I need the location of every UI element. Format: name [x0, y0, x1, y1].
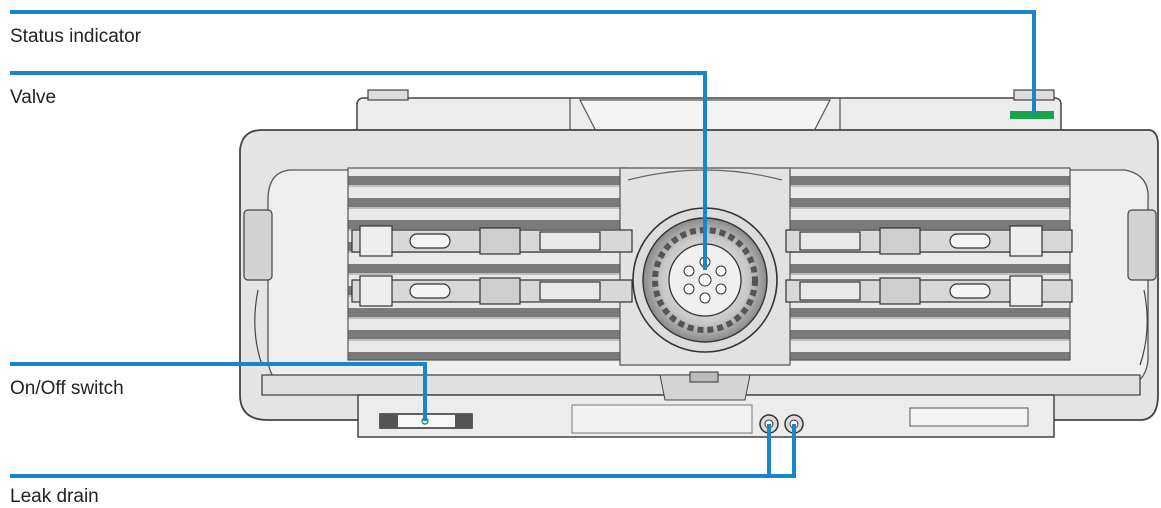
- callout-on-off-switch: On/Off switch: [10, 378, 124, 399]
- leader-leak-drain-2: [769, 424, 796, 478]
- leader-status-indicator: [10, 10, 1036, 114]
- status-led: [1010, 111, 1054, 119]
- callout-status-indicator: Status indicator: [10, 26, 141, 47]
- left-slat-panel: [347, 167, 629, 361]
- power-switch: [379, 413, 473, 429]
- leader-lines: [10, 10, 1036, 478]
- valve-head: [632, 207, 778, 353]
- callout-valve: Valve: [10, 87, 57, 108]
- front-base: [261, 371, 1141, 438]
- left-capillaries: [351, 225, 633, 307]
- right-capillaries: [785, 225, 1073, 307]
- right-slat-panel: [787, 167, 1071, 361]
- leader-valve: [10, 71, 707, 270]
- callout-leak-drain: Leak drain: [10, 486, 99, 507]
- leader-on-off-switch: [10, 362, 427, 421]
